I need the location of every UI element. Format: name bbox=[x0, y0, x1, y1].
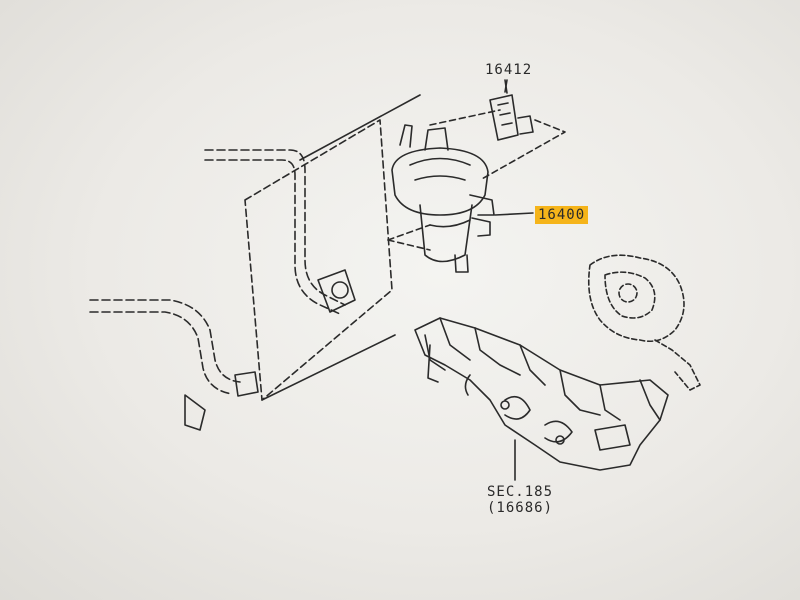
engine-component-drawing bbox=[587, 254, 701, 391]
sensor-16412-drawing bbox=[489, 79, 534, 141]
leader-16412 bbox=[504, 79, 508, 94]
assembly-guide-lines bbox=[387, 109, 566, 251]
mounting-bracket-panel bbox=[244, 94, 421, 401]
fuel-filter-drawing bbox=[391, 124, 495, 273]
part-number-16412: 16412 bbox=[485, 62, 533, 78]
part-number-16400-highlighted: 16400 bbox=[535, 206, 589, 224]
leader-16400 bbox=[494, 212, 534, 216]
fuel-hose-lines bbox=[89, 149, 356, 431]
section-reference: SEC.185 bbox=[487, 484, 554, 500]
filter-bracket-assembly bbox=[414, 317, 669, 471]
section-sub-reference: (16686) bbox=[487, 500, 554, 516]
